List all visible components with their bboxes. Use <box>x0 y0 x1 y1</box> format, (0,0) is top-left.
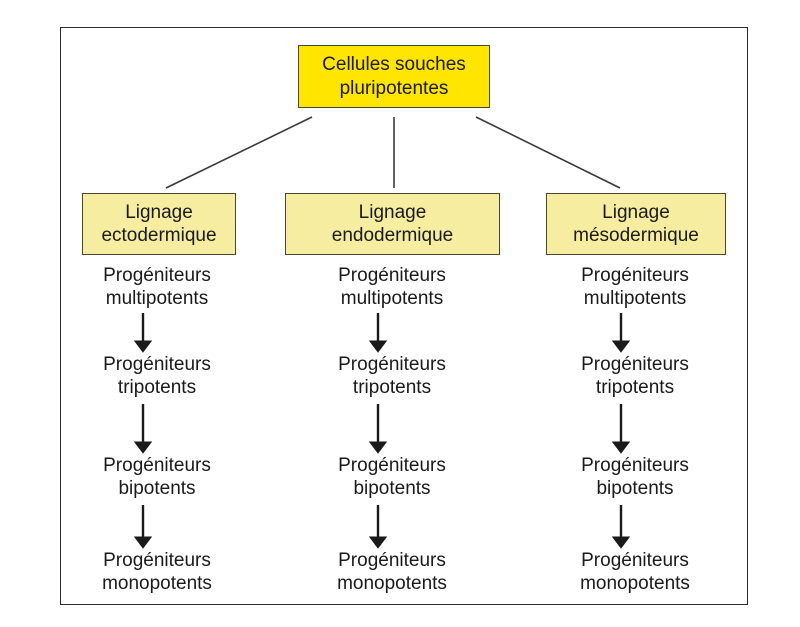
stage-label-col0-bipotents: Progéniteurs bipotents <box>103 455 211 500</box>
lineage-box-endodermique: Lignage endodermique <box>285 193 500 255</box>
stage-label-col2-monopotents: Progéniteurs monopotents <box>580 550 690 595</box>
lineage-box-mesodermique: Lignage mésodermique <box>546 193 726 255</box>
stage-label-col0-tripotents: Progéniteurs tripotents <box>103 354 211 399</box>
stage-label-col2-bipotents: Progéniteurs bipotents <box>581 455 689 500</box>
stage-label-col2-tripotents: Progéniteurs tripotents <box>581 354 689 399</box>
stage-label-col1-bipotents: Progéniteurs bipotents <box>338 455 446 500</box>
stage-label-col1-monopotents: Progéniteurs monopotents <box>337 550 447 595</box>
diagram-frame <box>60 27 748 605</box>
lineage-box-ectodermique: Lignage ectodermique <box>82 193 236 255</box>
pluripotent-stem-cells-box: Cellules souches pluripotentes <box>298 45 490 108</box>
stage-label-col1-tripotents: Progéniteurs tripotents <box>338 354 446 399</box>
stage-label-col2-multipotents: Progéniteurs multipotents <box>581 265 689 310</box>
stage-label-col1-multipotents: Progéniteurs multipotents <box>338 265 446 310</box>
stage-label-col0-multipotents: Progéniteurs multipotents <box>103 265 211 310</box>
stage-label-col0-monopotents: Progéniteurs monopotents <box>102 550 212 595</box>
